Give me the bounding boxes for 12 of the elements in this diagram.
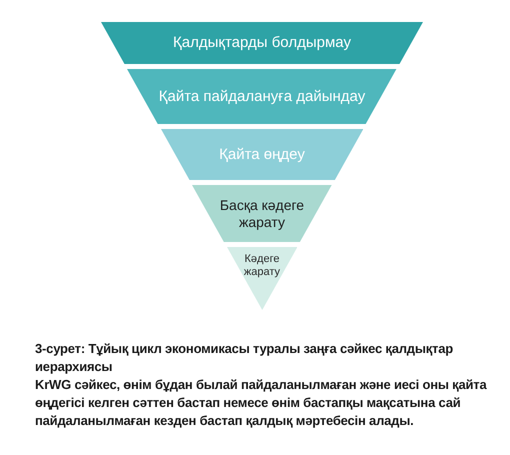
pyramid-tier: [160, 129, 364, 180]
pyramid-tier: [127, 69, 397, 124]
tier-label: Басқа кәдеге жарату: [218, 196, 306, 230]
figure-caption: 3-сурет: Тұйық цикл экономикасы туралы заңға сәйкес қалдықтар иерархиясы: [35, 340, 454, 376]
tier-label: Қайта пайдалануға дайындау: [158, 88, 366, 106]
description-text: KrWG сәйкес, өнім бұдан былай пайдаланылмаған және иесі оны қайта өңдегісі келген сәттен бастап немесе өнім бастапқы мақсатына сай пайдаланылмаған кезден бастап қалдық мәртебесін алады.: [35, 376, 488, 430]
pyramid-tier: [226, 247, 298, 310]
pyramid-tier: [101, 22, 423, 64]
tier-label: Кәдеге жарату: [242, 253, 282, 280]
pyramid-tier: [192, 185, 332, 242]
tier-label: Қайта өңдеу: [219, 146, 305, 164]
tier-label: Қалдықтарды болдырмау: [173, 34, 351, 52]
